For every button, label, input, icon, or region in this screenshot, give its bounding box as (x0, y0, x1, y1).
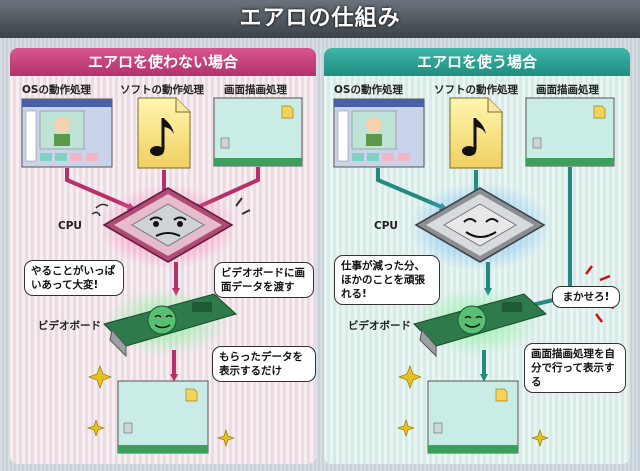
sparkle-icon (87, 365, 235, 447)
label-video-board: ビデオボード (38, 320, 101, 332)
label-video-board: ビデオボード (348, 320, 411, 332)
title-bar (0, 0, 640, 38)
label-cpu: CPU (374, 220, 398, 232)
label-screen-process: 画面描画処理 (536, 84, 599, 96)
note-display-only: もらったデータを表示するだけ (212, 346, 316, 382)
cpu-chip-icon (91, 185, 251, 269)
os-window-icon (21, 98, 113, 168)
desktop-screen-icon (213, 97, 303, 167)
desktop-screen-icon (427, 380, 519, 454)
video-board-icon (413, 265, 615, 358)
panel-header-without-aero: エアロを使わない場合 (10, 48, 316, 76)
sparkle-icon (397, 365, 549, 447)
label-soft-process: ソフトの動作処理 (434, 84, 518, 96)
label-cpu: CPU (58, 220, 82, 232)
video-board-icon (103, 288, 237, 358)
note-self-draw: 画面描画処理を自分で行って表示する (524, 343, 626, 393)
note-send-data: ビデオボードに画面データを渡す (214, 262, 314, 298)
page-title: エアロの仕組み (239, 6, 401, 31)
note-cpu-busy: やることがいっぱいあって大変! (24, 260, 124, 296)
music-note-icon (137, 97, 191, 169)
label-screen-process: 画面描画処理 (224, 84, 287, 96)
desktop-screen-icon (117, 380, 209, 454)
music-note-icon (449, 97, 503, 169)
note-leave-it-to-me: まかせろ! (552, 286, 620, 308)
desktop-screen-icon (525, 97, 615, 167)
cpu-chip-icon (408, 183, 552, 271)
label-os-process: OSの動作処理 (334, 84, 403, 96)
panel-header-with-aero: エアロを使う場合 (324, 48, 630, 76)
os-window-icon (333, 98, 425, 168)
label-os-process: OSの動作処理 (22, 84, 91, 96)
label-soft-process: ソフトの動作処理 (120, 84, 204, 96)
note-cpu-freed: 仕事が減った分、ほかのことを頑張れる! (334, 255, 440, 305)
